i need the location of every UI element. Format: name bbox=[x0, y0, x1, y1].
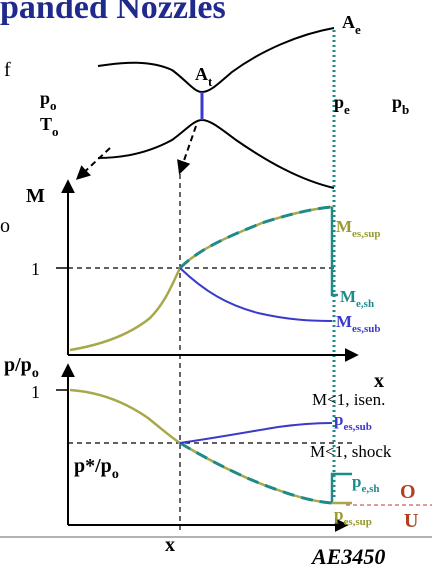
mach-e-sh-label: Me,sh bbox=[340, 287, 374, 310]
pressure-ylabel: p/po bbox=[4, 354, 39, 381]
mach-shock-curve bbox=[178, 205, 333, 270]
throat-area-label: At bbox=[195, 64, 213, 89]
inlet-arrow bbox=[75, 147, 111, 180]
pressure-subsonic-curve bbox=[179, 422, 333, 444]
left-edge-fragment-2: o bbox=[0, 215, 10, 237]
exit-area-label: Ae bbox=[342, 12, 361, 37]
region-under-label: U bbox=[404, 510, 418, 532]
pressure-e-sh-label: pe,sh bbox=[352, 472, 380, 495]
region-over-label: O bbox=[400, 481, 416, 503]
critical-pressure-label: p*/po bbox=[74, 455, 119, 482]
exit-pressure-label: pe bbox=[334, 92, 350, 117]
mach-shock-jump bbox=[330, 207, 338, 297]
pressure-shock-curve bbox=[179, 441, 333, 505]
mach-es-sub-label: Mes,sub bbox=[336, 312, 380, 335]
pressure-isentropic-curve bbox=[69, 388, 333, 505]
isentropic-subsonic-label: M<1, isen. bbox=[312, 390, 385, 409]
pressure-tick-one: 1 bbox=[31, 382, 40, 402]
footer-course-code: AE3450 bbox=[310, 544, 385, 569]
stagnation-temperature-label: To bbox=[40, 114, 59, 139]
mach-tick-one: 1 bbox=[31, 259, 40, 279]
shock-label: M<1, shock bbox=[310, 442, 392, 461]
mach-isentropic-curve bbox=[69, 205, 333, 352]
back-pressure-label: pb bbox=[392, 92, 409, 117]
nozzle-lower-wall bbox=[97, 118, 335, 189]
pressure-shock-jump bbox=[330, 472, 352, 503]
left-edge-fragment: f bbox=[4, 59, 11, 81]
throat-arrow bbox=[177, 125, 197, 175]
stagnation-pressure-label: po bbox=[40, 88, 57, 113]
pressure-es-sup-label: pes,sup bbox=[334, 505, 372, 528]
pressure-xlabel: x bbox=[165, 534, 175, 556]
slide-title: panded Nozzles bbox=[0, 0, 226, 26]
mach-ylabel: M bbox=[26, 185, 45, 207]
mach-xlabel: x bbox=[374, 370, 384, 392]
mach-subsonic-curve bbox=[179, 267, 333, 322]
nozzle-upper-wall bbox=[97, 27, 335, 94]
mach-es-sup-label: Mes,sup bbox=[336, 217, 380, 240]
pressure-es-sub-label: pes,sub bbox=[334, 410, 372, 433]
